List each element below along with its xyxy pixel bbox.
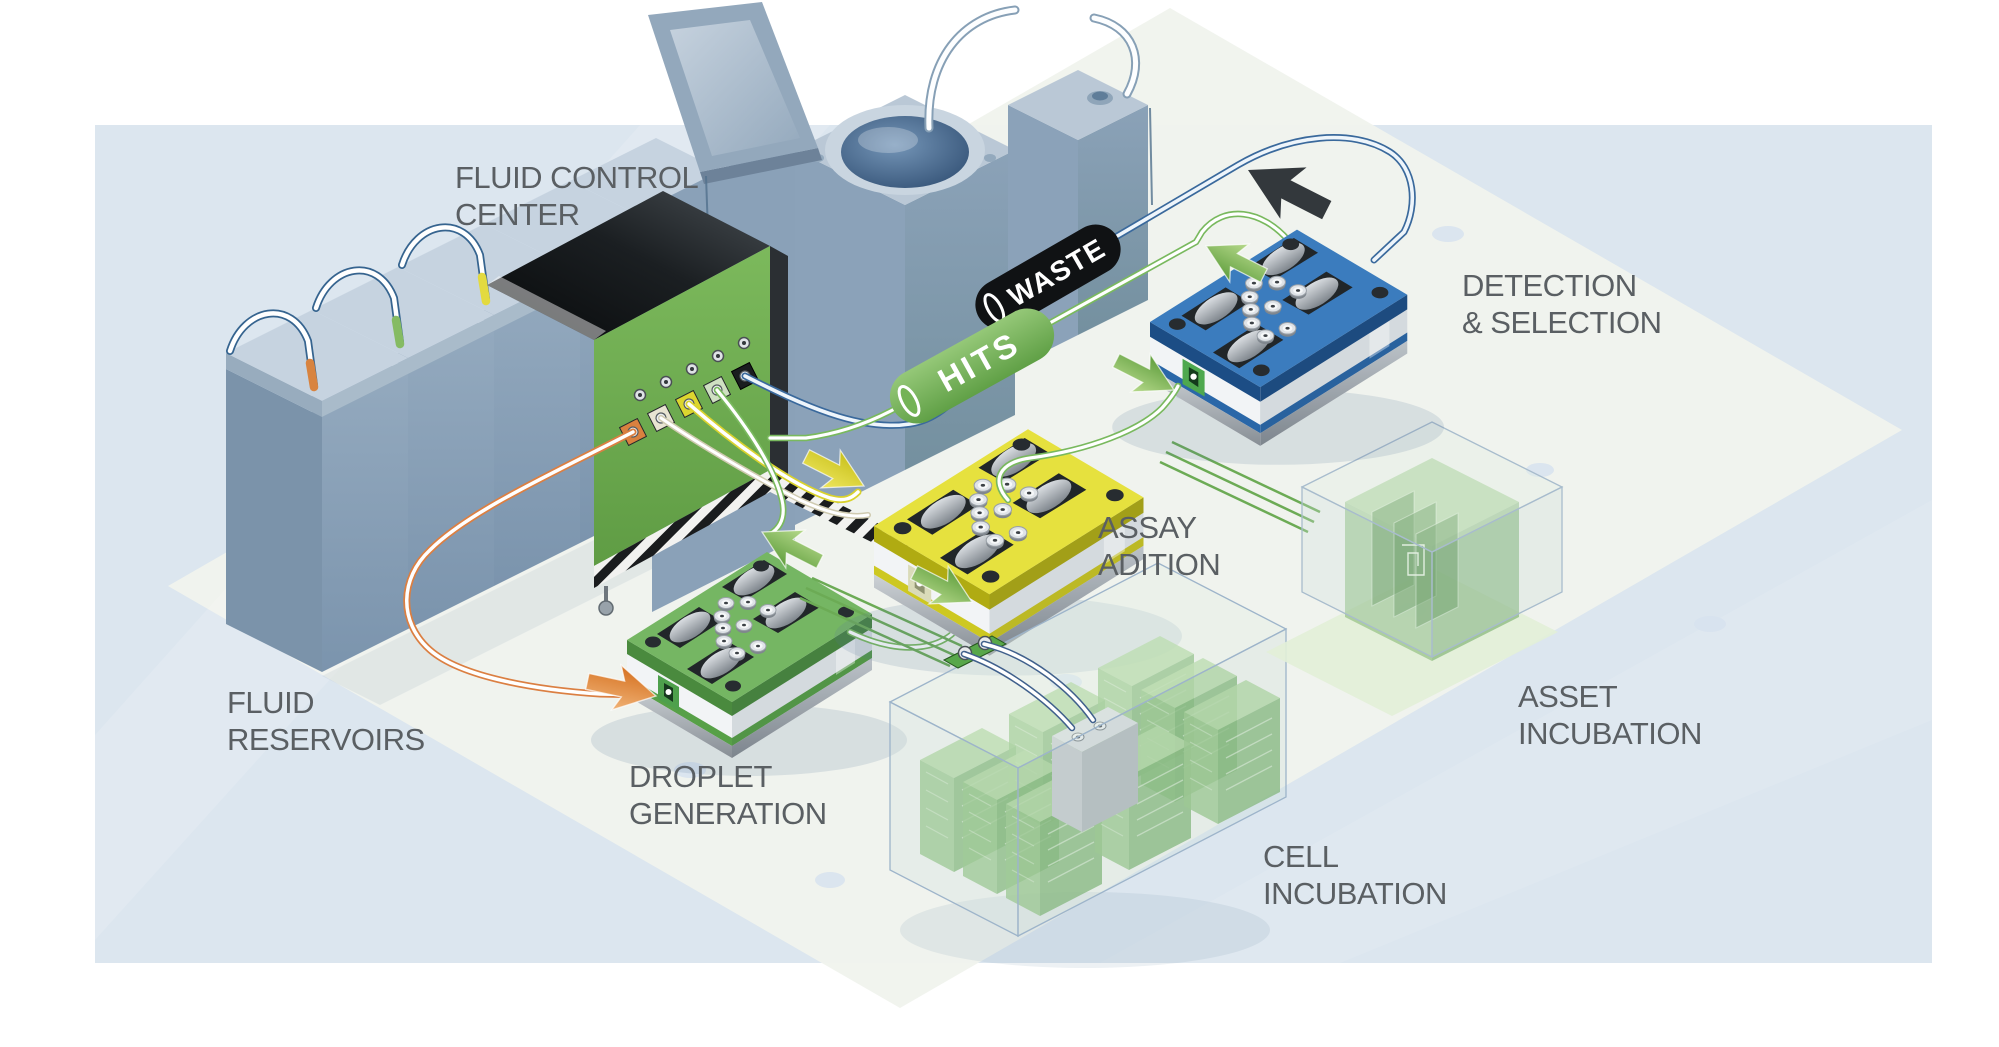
reservoir-tube — [312, 266, 405, 349]
label-fluid-control-center-line2: CENTER — [455, 197, 579, 232]
label-asset-incubation-line2: INCUBATION — [1518, 716, 1702, 751]
label-assay-adition-line1: ASSAY — [1098, 510, 1197, 545]
control-center-top — [487, 191, 770, 340]
labels: FLUID CONTROL CENTER FLUID RESERVOIRS DR… — [227, 160, 1702, 911]
label-asset-incubation-line1: ASSET — [1518, 679, 1618, 714]
control-foot — [598, 586, 614, 616]
yellow-feed-tube — [685, 400, 862, 504]
reservoir-tower — [226, 310, 408, 672]
label-assay-adition-line2: ADITION — [1098, 547, 1220, 582]
green-feed-tube — [713, 386, 787, 538]
control-ports-upper — [633, 336, 751, 402]
cell-incubation-box — [888, 562, 1288, 968]
detection-inlet-tube — [995, 382, 1182, 504]
label-detection-selection-line1: DETECTION — [1462, 268, 1637, 303]
cream-feed-tube — [658, 415, 871, 519]
light-streak — [1100, 500, 1932, 963]
orange-feed-tube — [403, 428, 650, 699]
hazard-stripe-band — [594, 470, 770, 588]
cell-center-cube — [1052, 707, 1138, 832]
label-droplet-generation-line1: DROPLET — [629, 759, 772, 794]
label-fluid-control-center-line1: FLUID CONTROL — [455, 160, 699, 195]
spiral-chip-fins — [1371, 490, 1459, 629]
label-detection-selection-line2: & SELECTION — [1462, 305, 1662, 340]
reservoir-tube — [398, 223, 491, 306]
cell-inlet-tubes — [960, 640, 1097, 732]
reservoir-tube — [226, 309, 319, 392]
label-droplet-generation-line2: GENERATION — [629, 796, 827, 831]
machine-tube — [924, 5, 1141, 133]
label-cell-incubation-line2: INCUBATION — [1263, 876, 1447, 911]
label-fluid-reservoirs-line1: FLUID — [227, 685, 314, 720]
machine-lid — [648, 2, 822, 184]
label-cell-incubation-line1: CELL — [1263, 839, 1339, 874]
asset-incubation-box — [1159, 421, 1564, 716]
label-fluid-reservoirs-line2: RESERVOIRS — [227, 722, 425, 757]
